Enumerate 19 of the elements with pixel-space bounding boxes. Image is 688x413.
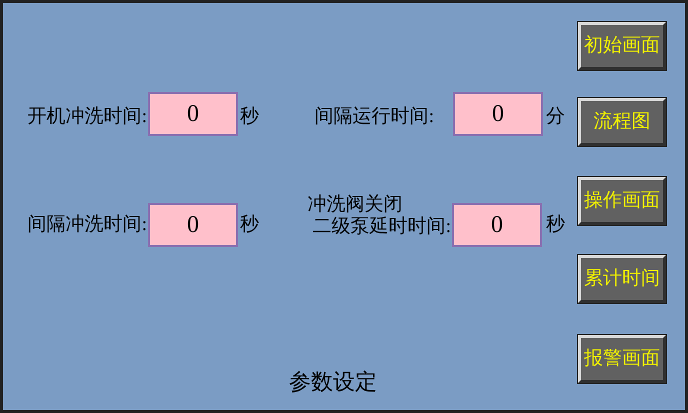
nav-button: 报警画面 — [578, 335, 666, 383]
nav-button: 初始画面 — [578, 22, 666, 70]
input-field: 0 — [148, 92, 238, 136]
field-label: 间隔运行时间: — [314, 106, 434, 128]
field-label: 开机冲洗时间: — [26, 106, 147, 128]
field-label: 秒 — [546, 214, 566, 236]
field-label: 冲洗阀关闭 — [306, 194, 404, 216]
input-field: 0 — [453, 92, 543, 136]
nav-button: 操作画面 — [578, 177, 666, 225]
input-field: 0 — [452, 203, 542, 247]
field-label: 分 — [546, 106, 566, 128]
nav-button: 累计时间 — [578, 255, 666, 303]
field-label: 秒 — [240, 214, 260, 236]
nav-button: 流程图 — [578, 98, 666, 146]
field-label: 间隔冲洗时间: — [26, 214, 147, 236]
input-field: 0 — [148, 203, 238, 247]
field-label: 秒 — [240, 106, 260, 128]
page-title: 参数设定 — [288, 368, 378, 396]
field-label: 二级泵延时时间: — [312, 216, 451, 238]
